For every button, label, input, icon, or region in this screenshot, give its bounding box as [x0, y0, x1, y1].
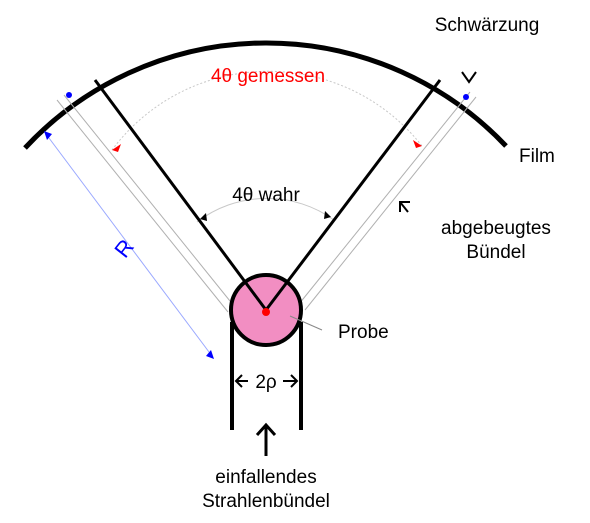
- measured-arc-left-marker: [112, 144, 121, 152]
- guide-lines: [56, 91, 477, 313]
- blackening-dot-left: [66, 92, 72, 98]
- radius-arrow-bottom: [206, 350, 214, 359]
- sample-center-dot: [262, 308, 270, 316]
- diffracted-beam-left: [93, 79, 268, 311]
- true-angle-label: 4θ wahr: [232, 185, 300, 206]
- true-angle-arc: [196, 197, 335, 223]
- radius-label: R: [109, 234, 138, 262]
- true-arc-right-marker: [324, 211, 331, 219]
- blackening-dot-right: [463, 94, 469, 100]
- incident-arrow-icon: [255, 422, 277, 456]
- sample-leader-line: [289, 315, 323, 331]
- blackening-pointer-icon: [461, 71, 477, 84]
- diffracted-beam-right: [264, 79, 442, 311]
- sample-label: Probe: [338, 322, 389, 343]
- incident-beam-label-line2: Strahlenbündel: [202, 491, 330, 512]
- diffracted-beam-label-line1: abgebeugtes: [441, 218, 551, 239]
- beam-diameter-dimension: [234, 374, 299, 388]
- radius-dimension: [44, 131, 214, 359]
- true-arc-left-marker: [200, 213, 207, 221]
- blackening-label: Schwärzung: [435, 15, 540, 36]
- incident-beam-label-line1: einfallendes: [215, 467, 316, 488]
- beam-diameter-label: 2ρ: [255, 372, 277, 393]
- measured-angle-label: 4θ gemessen: [211, 66, 325, 87]
- measured-angle-arc: [111, 70, 423, 151]
- diffracted-pointer-shaft: [399, 201, 409, 213]
- film-arc: [23, 40, 508, 150]
- film-label: Film: [519, 146, 555, 167]
- radius-arrow-top: [44, 131, 52, 140]
- diffracted-beam-label-line2: Bündel: [466, 242, 525, 263]
- measured-arc-right-marker: [413, 140, 422, 148]
